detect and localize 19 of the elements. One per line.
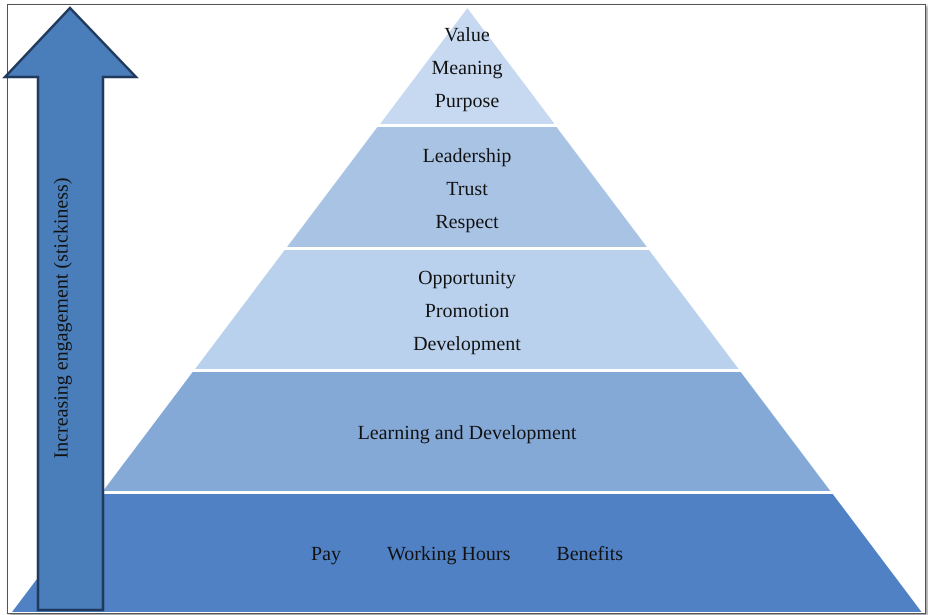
pyramid-tier [195,250,739,369]
tier-text: Trust [446,176,488,202]
pyramid-tier [12,494,922,612]
tier-text: Promotion [424,299,510,324]
axis-label: Increasing engagement (stickiness) [50,178,74,458]
tier-text: Learning and Development [358,421,576,446]
tier-text: Purpose [434,88,500,114]
pyramid-tier [103,372,831,491]
tier-text: Development [413,332,521,357]
tier-text: Value [444,22,490,48]
tier-text: Respect [435,210,499,234]
tier-text: Leadership [422,144,512,168]
tier-text: Working Hours [386,542,510,566]
pyramid-tier [287,127,647,247]
tier-text: Benefits [556,542,624,566]
pyramid-apex [380,8,554,124]
tier-text: Opportunity [418,266,516,291]
tier-text: Pay [310,542,341,566]
tier-text: Meaning [431,56,503,80]
